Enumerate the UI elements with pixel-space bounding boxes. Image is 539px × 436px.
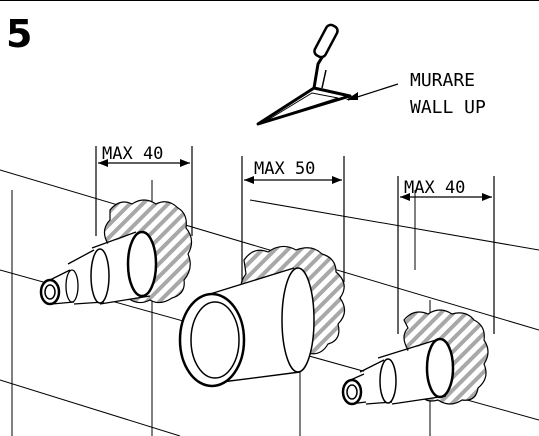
center-fitting [178, 245, 346, 388]
step-number: 5 [6, 12, 33, 56]
dimension-left [95, 146, 193, 236]
left-fitting [39, 199, 193, 306]
dimension-center-label: MAX 50 [254, 159, 315, 179]
dimension-center [241, 156, 345, 282]
callout-leader [346, 83, 399, 101]
dimension-left-label: MAX 40 [102, 144, 163, 164]
dimension-right [397, 176, 495, 334]
callout-murare-label: MURARE [410, 70, 475, 91]
dimension-right-label: MAX 40 [404, 178, 465, 198]
top-border-line [0, 0, 539, 1]
trowel-icon [256, 23, 352, 126]
callout-wall-up-label: WALL UP [410, 97, 486, 118]
right-fitting [341, 309, 489, 406]
